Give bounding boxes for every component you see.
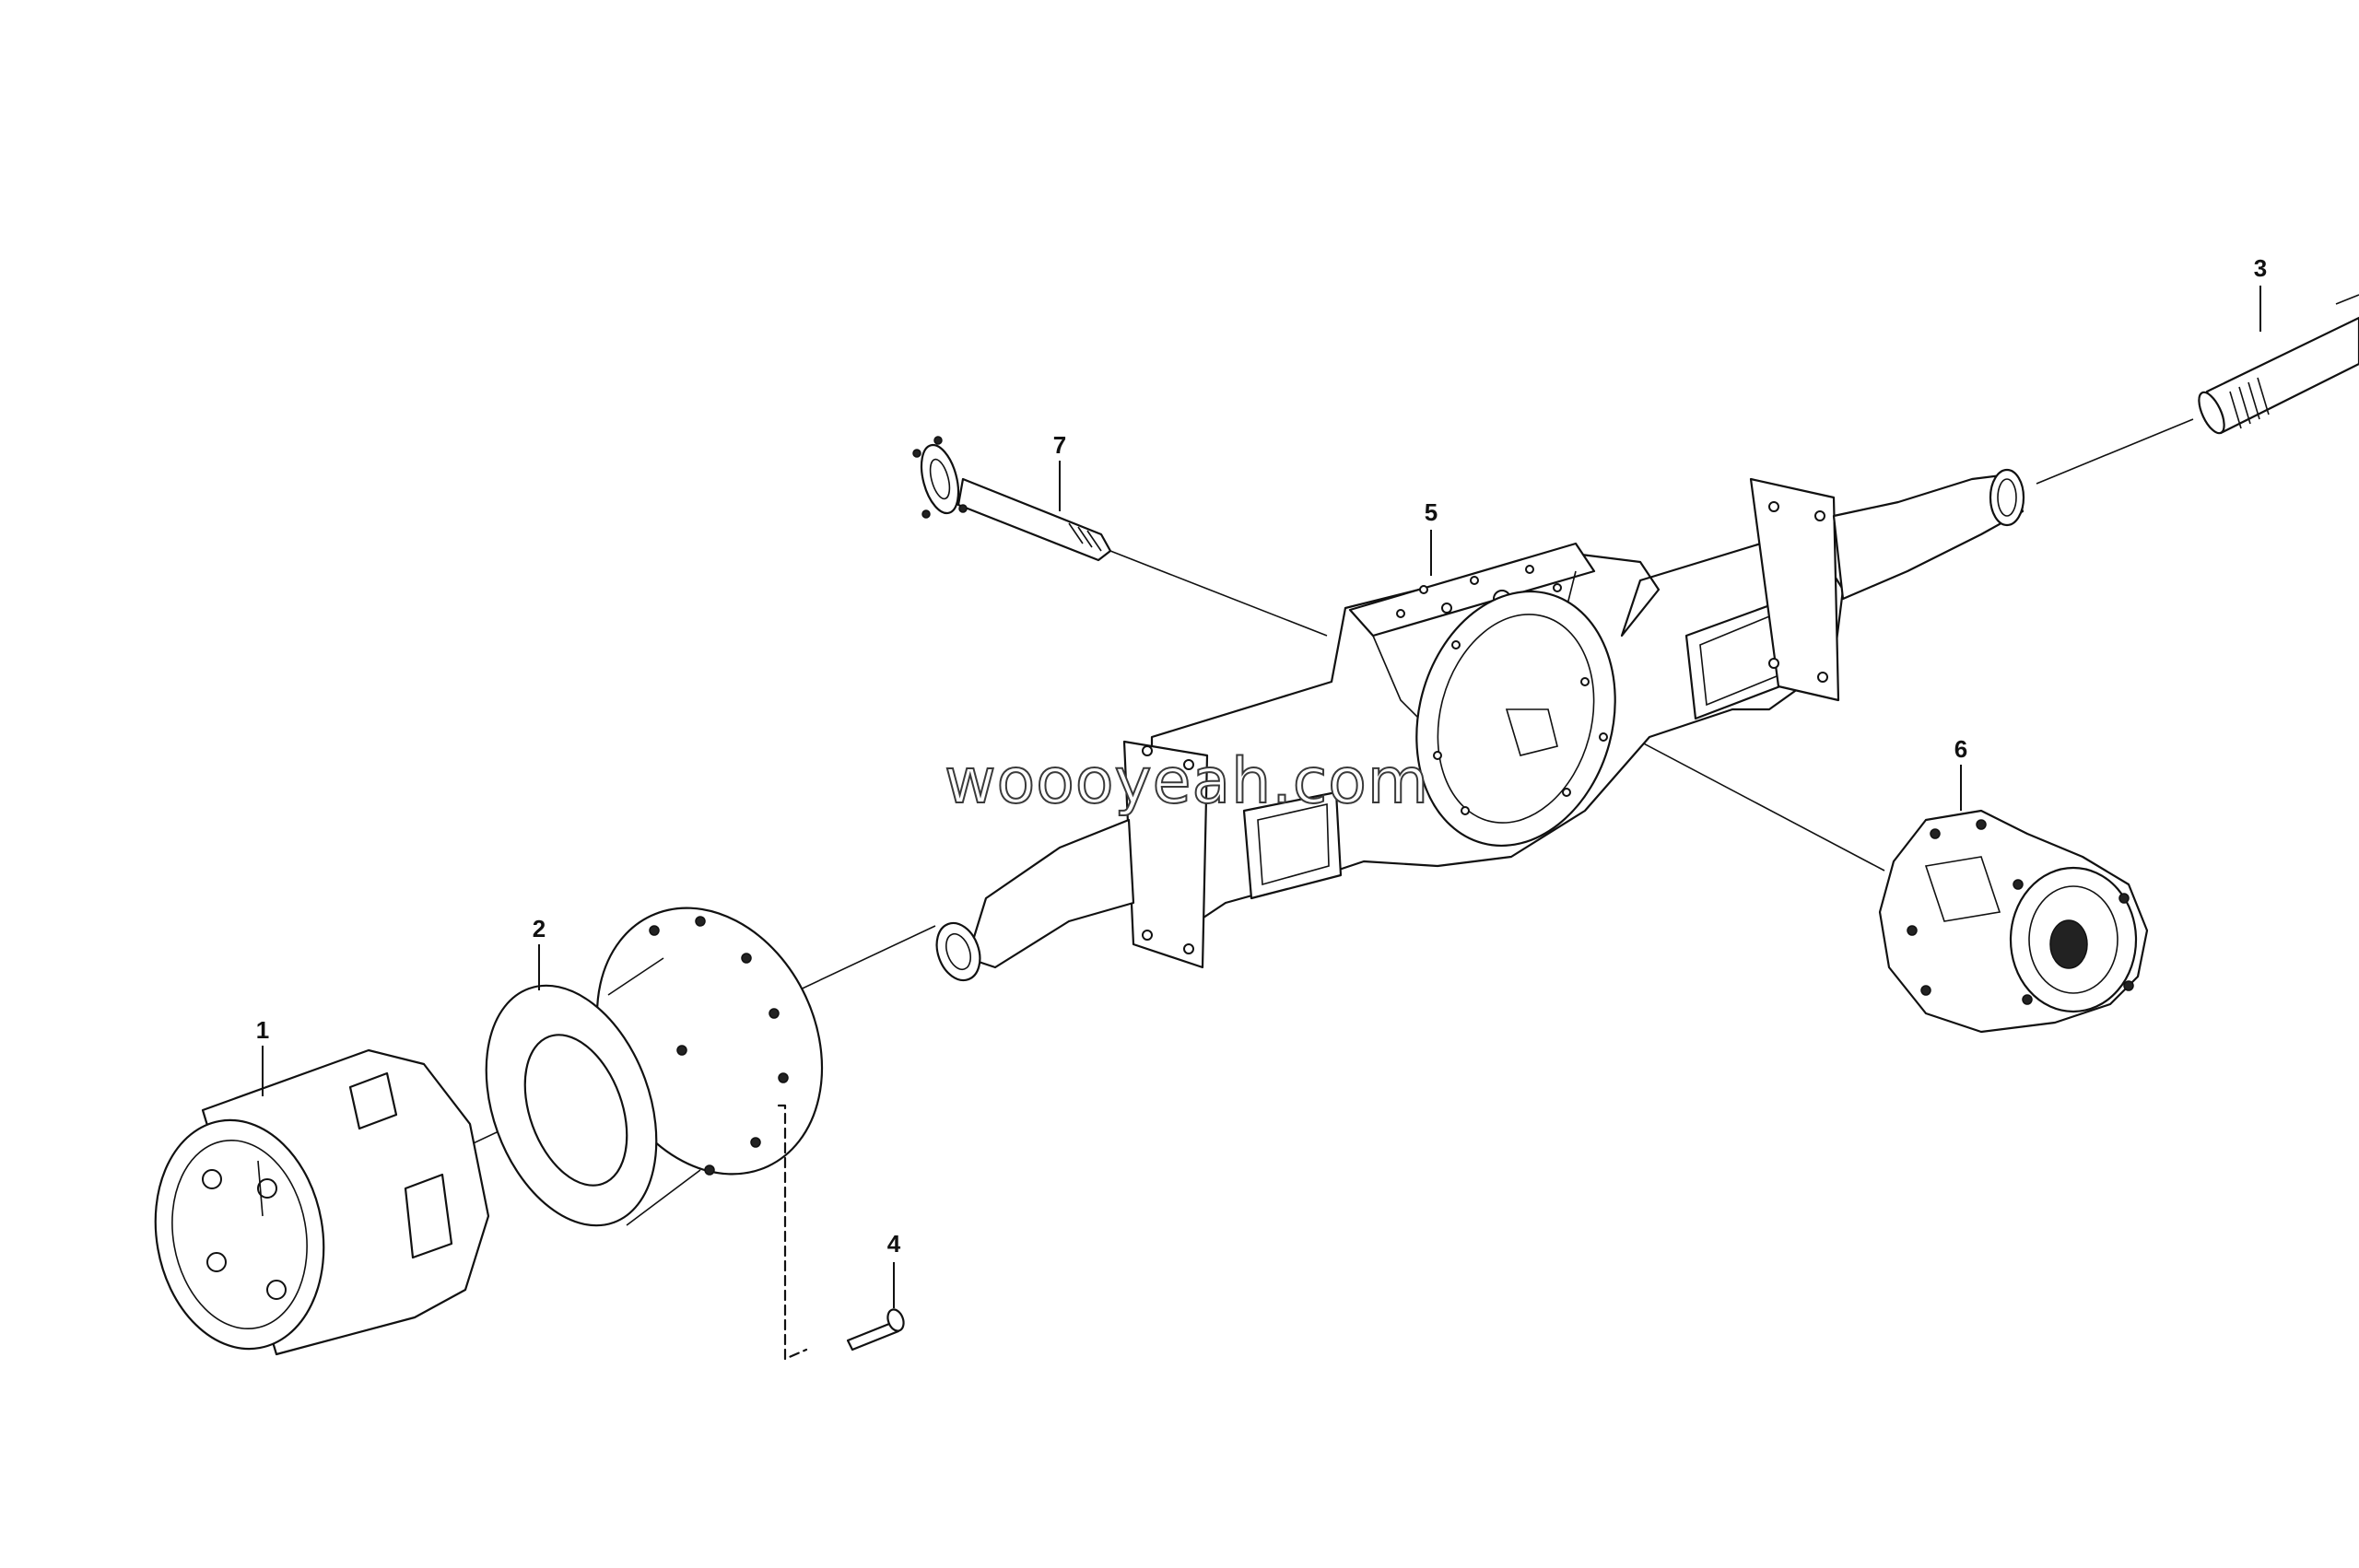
differential-carrier	[1878, 809, 2149, 1034]
callout-2: 2	[532, 915, 546, 942]
callout-7: 7	[1052, 431, 1067, 459]
callout-4: 4	[886, 1230, 901, 1258]
axle-housing	[935, 468, 2025, 982]
callout-3: 3	[2253, 254, 2268, 282]
drive-shaft	[2198, 294, 2359, 435]
half-shaft	[912, 436, 1112, 562]
bolt	[846, 1308, 905, 1352]
bolt-quantity-bracket	[777, 1104, 808, 1361]
watermark-text: woooyeah.com	[944, 745, 1430, 818]
assembly-axis-line-7	[1109, 550, 1328, 637]
callout-1: 1	[255, 1016, 270, 1044]
callout-6: 6	[1954, 735, 1968, 763]
wheel-hub-disc	[485, 907, 824, 1227]
planetary-housing	[154, 1048, 490, 1356]
callout-5: 5	[1424, 498, 1438, 526]
assembly-axis-line-3	[2036, 418, 2194, 485]
